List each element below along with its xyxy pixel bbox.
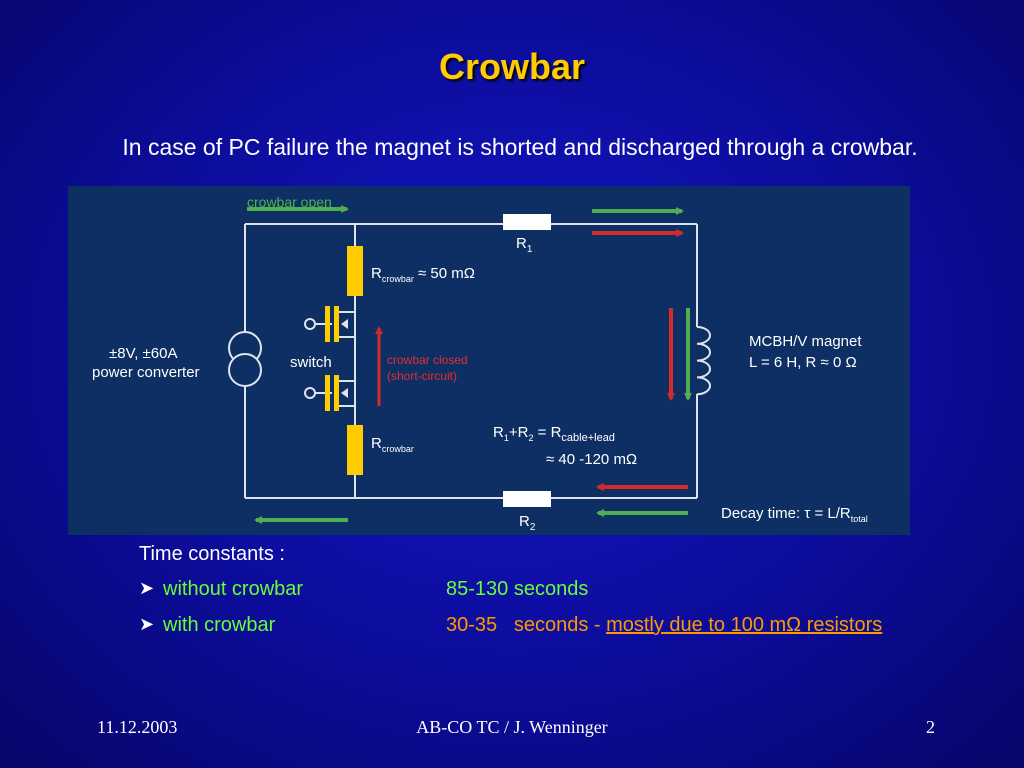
slide-title: Crowbar	[438, 46, 586, 87]
decay-time-label: Decay time: τ = L/Rtotal	[721, 505, 868, 524]
intro-text: In case of PC failure the magnet is shor…	[122, 134, 918, 160]
crowbar-open-label: crowbar open	[247, 194, 332, 210]
resistor-rcrowbar-top	[347, 246, 363, 296]
magnet-label-line2: L = 6 H, R ≈ 0 Ω	[749, 354, 857, 371]
r1-label: R1	[516, 235, 533, 255]
magnet-label-line1: MCBH/V magnet	[749, 333, 862, 350]
time-constant-row-with: ➤ with crowbar 30-35 seconds - mostly du…	[0, 614, 1024, 640]
crowbar-closed-label-line2: (short-circuit)	[387, 369, 457, 383]
resistor-r1	[503, 214, 551, 230]
row-value-with-crowbar: 30-35 seconds - mostly due to 100 mΩ res…	[446, 614, 882, 637]
row-value-prefix: 30-35 seconds -	[446, 614, 607, 636]
crowbar-circuit-diagram: crowbar open R1 R2 Rcrowbar ≈ 50 mΩ Rcro…	[68, 186, 910, 535]
power-converter-label-line2: power converter	[92, 364, 200, 381]
footer-center: AB-CO TC / J. Wenninger	[416, 717, 608, 737]
switch-label: switch	[290, 354, 332, 371]
transistor-switch-bottom-icon	[304, 375, 348, 411]
time-constant-row-without: ➤ without crowbar 85-130 seconds	[0, 578, 1024, 604]
row-name-with-crowbar: with crowbar	[163, 614, 276, 636]
rcrowbar-bottom-label: Rcrowbar	[371, 435, 414, 454]
diagram-panel	[68, 186, 910, 535]
footer-date: 11.12.2003	[97, 717, 178, 737]
row-value-without-crowbar: 85-130 seconds	[446, 578, 589, 600]
r2-label: R2	[519, 513, 536, 533]
resistor-note: mostly due to 100 mΩ resistors	[606, 614, 883, 636]
crowbar-closed-label-line1: crowbar closed	[387, 353, 468, 367]
arrowhead-bullet-icon: ➤	[139, 614, 155, 634]
power-converter-symbol	[228, 331, 262, 387]
resistance-sum-label: R1+R2 = Rcable+lead	[493, 424, 615, 444]
arrowhead-bullet-icon: ➤	[139, 578, 155, 598]
transistor-switch-top-icon	[304, 306, 348, 342]
time-constants-label: Time constants :	[139, 543, 285, 565]
rcrowbar-top-label: Rcrowbar ≈ 50 mΩ	[371, 265, 475, 284]
row-name-without-crowbar: without crowbar	[163, 578, 304, 600]
resistor-rcrowbar-bottom	[347, 425, 363, 475]
magnet-coil-icon	[696, 326, 711, 396]
resistance-sum-value: ≈ 40 -120 mΩ	[546, 451, 637, 468]
resistor-r2	[503, 491, 551, 507]
power-converter-label-line1: ±8V, ±60A	[109, 345, 177, 362]
footer-page-number: 2	[926, 717, 935, 737]
